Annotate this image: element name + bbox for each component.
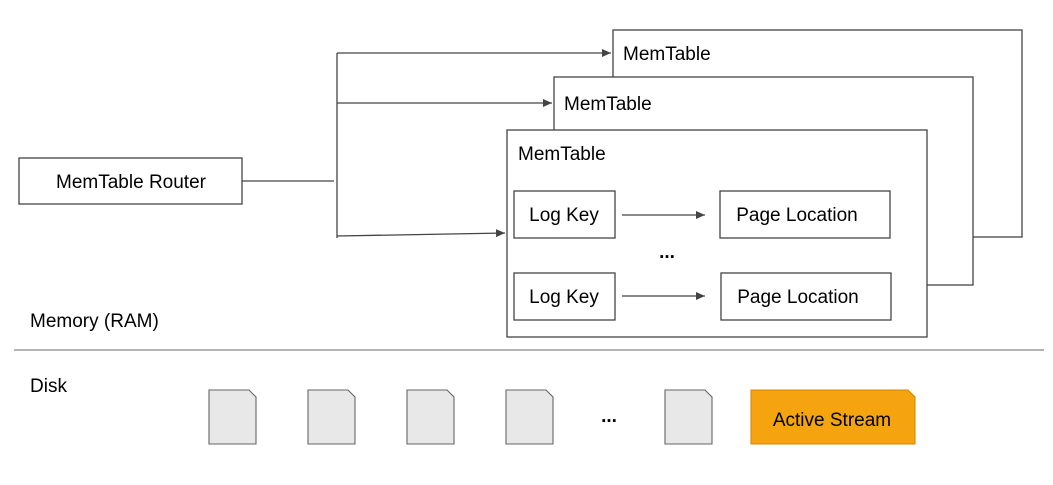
log-key-box (513, 272, 616, 321)
memtable-middle-label: MemTable (564, 94, 652, 115)
log-key-label: Log Key (529, 205, 599, 226)
stream-segment-icon (664, 389, 713, 445)
log-key-box (513, 190, 616, 239)
arrow-to-memtable-front (336, 229, 506, 238)
active-stream: Active Stream (750, 389, 916, 445)
page-location-label: Page Location (736, 205, 858, 226)
memtable-back-label: MemTable (623, 44, 711, 65)
page-location-label: Page Location (737, 287, 859, 308)
memtable-entry: Log Key Page Location (513, 272, 892, 321)
memtable-router: MemTable Router (18, 157, 243, 205)
disk-segments: ... (208, 389, 713, 445)
memtable-front: MemTable Log Key Page Location ... Log K… (506, 129, 928, 338)
stream-segment-icon (307, 389, 356, 445)
memtable-front-label: MemTable (518, 144, 606, 165)
active-stream-label: Active Stream (773, 410, 891, 431)
memtable-router-label: MemTable Router (56, 172, 207, 193)
page-location-box (720, 272, 892, 321)
entries-ellipsis: ... (659, 242, 675, 263)
disk-ellipsis: ... (601, 406, 617, 427)
stream-segment-icon (208, 389, 257, 445)
active-stream-icon (750, 389, 916, 445)
disk-label: Disk (30, 376, 67, 397)
memory-label: Memory (RAM) (30, 311, 159, 332)
page-location-box (719, 190, 891, 239)
log-key-label: Log Key (529, 287, 599, 308)
stream-segment-icon (505, 389, 554, 445)
stream-segment-icon (406, 389, 455, 445)
router-connectors (242, 49, 611, 238)
memtable-entry: Log Key Page Location (513, 190, 891, 239)
